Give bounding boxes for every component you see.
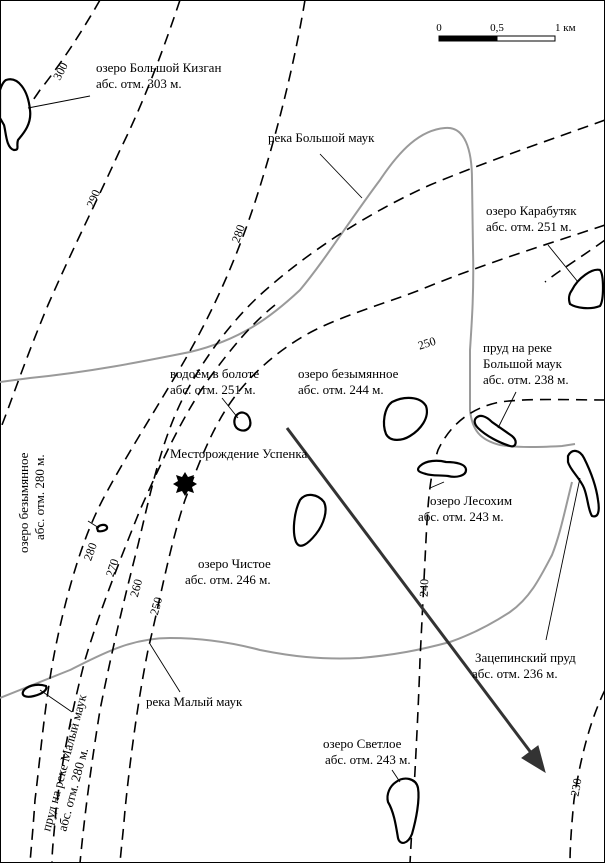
lake-bolshoy-kizgan — [0, 78, 32, 152]
contour-label-250: 250 — [416, 334, 437, 353]
leader-prud-maly — [39, 689, 73, 713]
label-svetloe-elev: абс. отм. 243 м. — [325, 752, 411, 767]
label-kizgan-elev: абс. отм. 303 м. — [96, 76, 182, 91]
contour-label-250-left: 250 — [147, 595, 165, 616]
contour-label-230: 230 — [568, 777, 585, 797]
pond-maly-mauk — [21, 683, 48, 698]
contour-label-270: 270 — [103, 557, 122, 578]
label-karabutyak-elev: абс. отм. 251 м. — [486, 219, 572, 234]
contour-290 — [0, 0, 181, 431]
leader-zatsepinsky — [545, 477, 581, 641]
leader-maly-mauk-river — [149, 643, 181, 693]
leader-prud-bolshoy — [497, 391, 517, 429]
leader-kizgan — [27, 95, 91, 109]
contour-label-280: 280 — [229, 223, 248, 245]
label-chistoe-elev: абс. отм. 246 м. — [185, 572, 271, 587]
scale-segment-black — [438, 35, 498, 42]
pond-zatsepinsky — [566, 449, 600, 518]
scale-segment-white — [496, 35, 556, 42]
leader-lesokhim — [429, 481, 445, 489]
contour-230 — [569, 689, 605, 863]
label-karabutyak-name: озеро Карабутяк — [486, 203, 577, 218]
contour-labels: 300 290 280 280 270 260 250 250 240 230 — [50, 60, 584, 797]
flow-arrow — [285, 427, 546, 774]
label-vodoem-elev: абс. отм. 251 м. — [170, 382, 256, 397]
lake-bezymyannoe-left — [95, 523, 109, 533]
label-bezymyannoe-elev: абс. отм. 244 м. — [298, 382, 384, 397]
leader-karabutyak — [547, 244, 579, 283]
river-bolshoy-mauk — [0, 126, 576, 448]
leader-vodoem — [221, 397, 239, 419]
contour-250 — [119, 224, 605, 863]
label-kizgan-name: озеро Большой Кизган — [96, 60, 221, 75]
labels: озеро Большой Кизган абс. отм. 303 м. ре… — [16, 60, 577, 833]
label-lesokhim-elev: абс. отм. 243 м. — [418, 509, 504, 524]
leader-svetloe — [391, 769, 401, 783]
leader-lines — [27, 95, 581, 783]
contour-260 — [79, 119, 605, 863]
lakes — [0, 78, 605, 844]
label-mestorozhdenie: Месторождение Успенка — [170, 446, 307, 461]
label-lesokhim-name: озеро Лесохим — [430, 493, 512, 508]
label-zatsepinsky-elev: абс. отм. 236 м. — [472, 666, 558, 681]
scale-bar: 0 0,5 1 км — [436, 22, 576, 42]
label-bezymyannoe-left-name: озеро безымянное — [16, 452, 31, 553]
pond-bolshoy-mauk — [473, 414, 517, 448]
lake-karabutyak — [567, 268, 605, 310]
contour-240 — [409, 398, 605, 863]
label-bezymyannoe-name: озеро безымянное — [298, 366, 399, 381]
scale-label-half: 0,5 — [490, 22, 504, 34]
river-bolshoy-mauk-branch — [0, 481, 573, 699]
lake-svetloe — [386, 777, 420, 844]
contour-270 — [51, 304, 276, 863]
label-prud-bolshoy-3: абс. отм. 238 м. — [483, 372, 569, 387]
lake-vodoem — [233, 411, 252, 432]
label-prud-bolshoy-2: Большой маук — [483, 356, 563, 371]
contour-label-300: 300 — [50, 60, 71, 82]
label-prud-bolshoy-1: пруд на реке — [483, 340, 552, 355]
lake-bezymyannoe — [382, 396, 428, 441]
leader-bolshoy-mauk-river — [319, 153, 363, 199]
label-chistoe-name: озеро Чистое — [198, 556, 271, 571]
scale-label-1km: 1 км — [555, 22, 576, 34]
contour-label-240: 240 — [417, 579, 432, 597]
label-svetloe-name: озеро Светлое — [323, 736, 402, 751]
contour-250-upper — [544, 239, 605, 283]
label-bolshoy-mauk-river: река Большой маук — [268, 130, 375, 145]
scale-label-0: 0 — [436, 22, 442, 34]
contour-label-280-lower: 280 — [81, 541, 100, 563]
label-zatsepinsky-name: Зацепинский пруд — [475, 650, 576, 665]
deposit-star-icon — [173, 472, 197, 496]
label-bezymyannoe-left-elev: абс. отм. 280 м. — [32, 454, 47, 540]
lake-lesokhim — [416, 459, 468, 478]
contour-label-260: 260 — [127, 577, 145, 598]
contour-300 — [17, 0, 101, 119]
leader-bezymyannoe-left — [87, 520, 100, 529]
contour-label-290: 290 — [83, 188, 103, 210]
lake-chistoe — [292, 493, 327, 547]
label-vodoem-name: водоём в болоте — [170, 366, 259, 381]
contour-280 — [29, 0, 306, 863]
label-maly-mauk-river: река Малый маук — [146, 694, 243, 709]
